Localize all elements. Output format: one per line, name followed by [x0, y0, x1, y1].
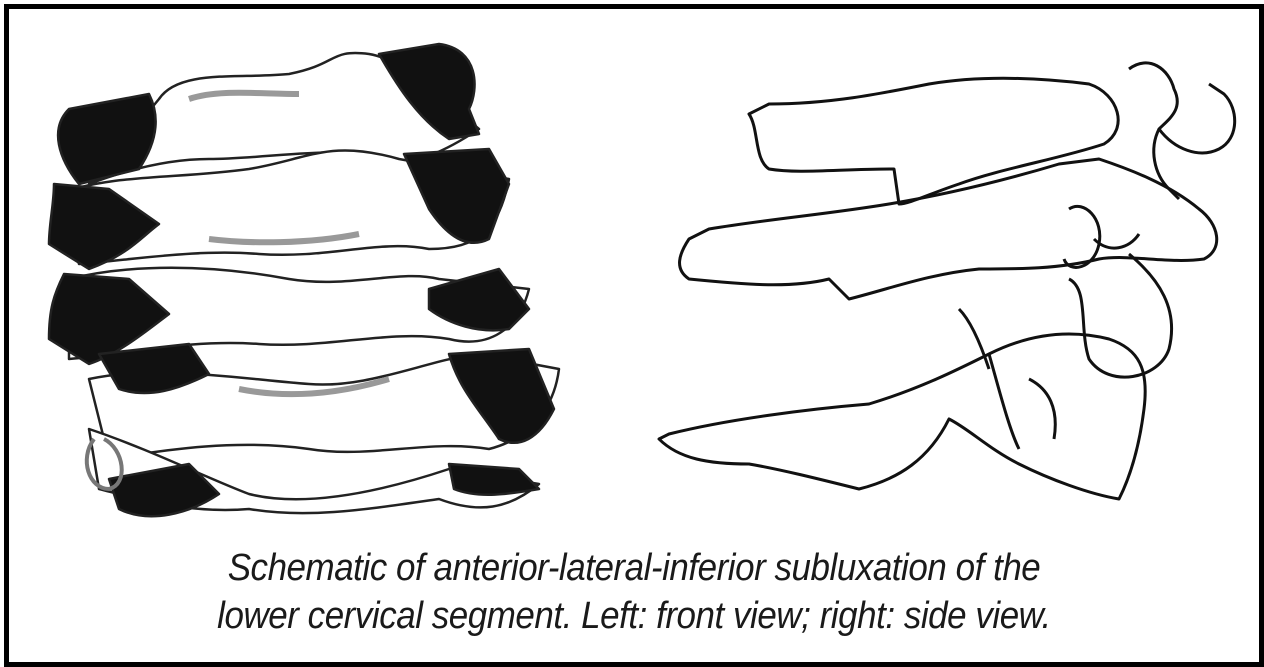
caption-line-1: Schematic of anterior-lateral-inferior s…	[59, 544, 1209, 592]
front-view-illustration	[49, 44, 559, 516]
figure-frame: Schematic of anterior-lateral-inferior s…	[4, 4, 1264, 667]
side-view-illustration	[659, 63, 1235, 499]
figure-caption: Schematic of anterior-lateral-inferior s…	[59, 544, 1209, 640]
cervical-spine-diagram	[9, 9, 1259, 549]
caption-line-2: lower cervical segment. Left: front view…	[59, 592, 1209, 640]
